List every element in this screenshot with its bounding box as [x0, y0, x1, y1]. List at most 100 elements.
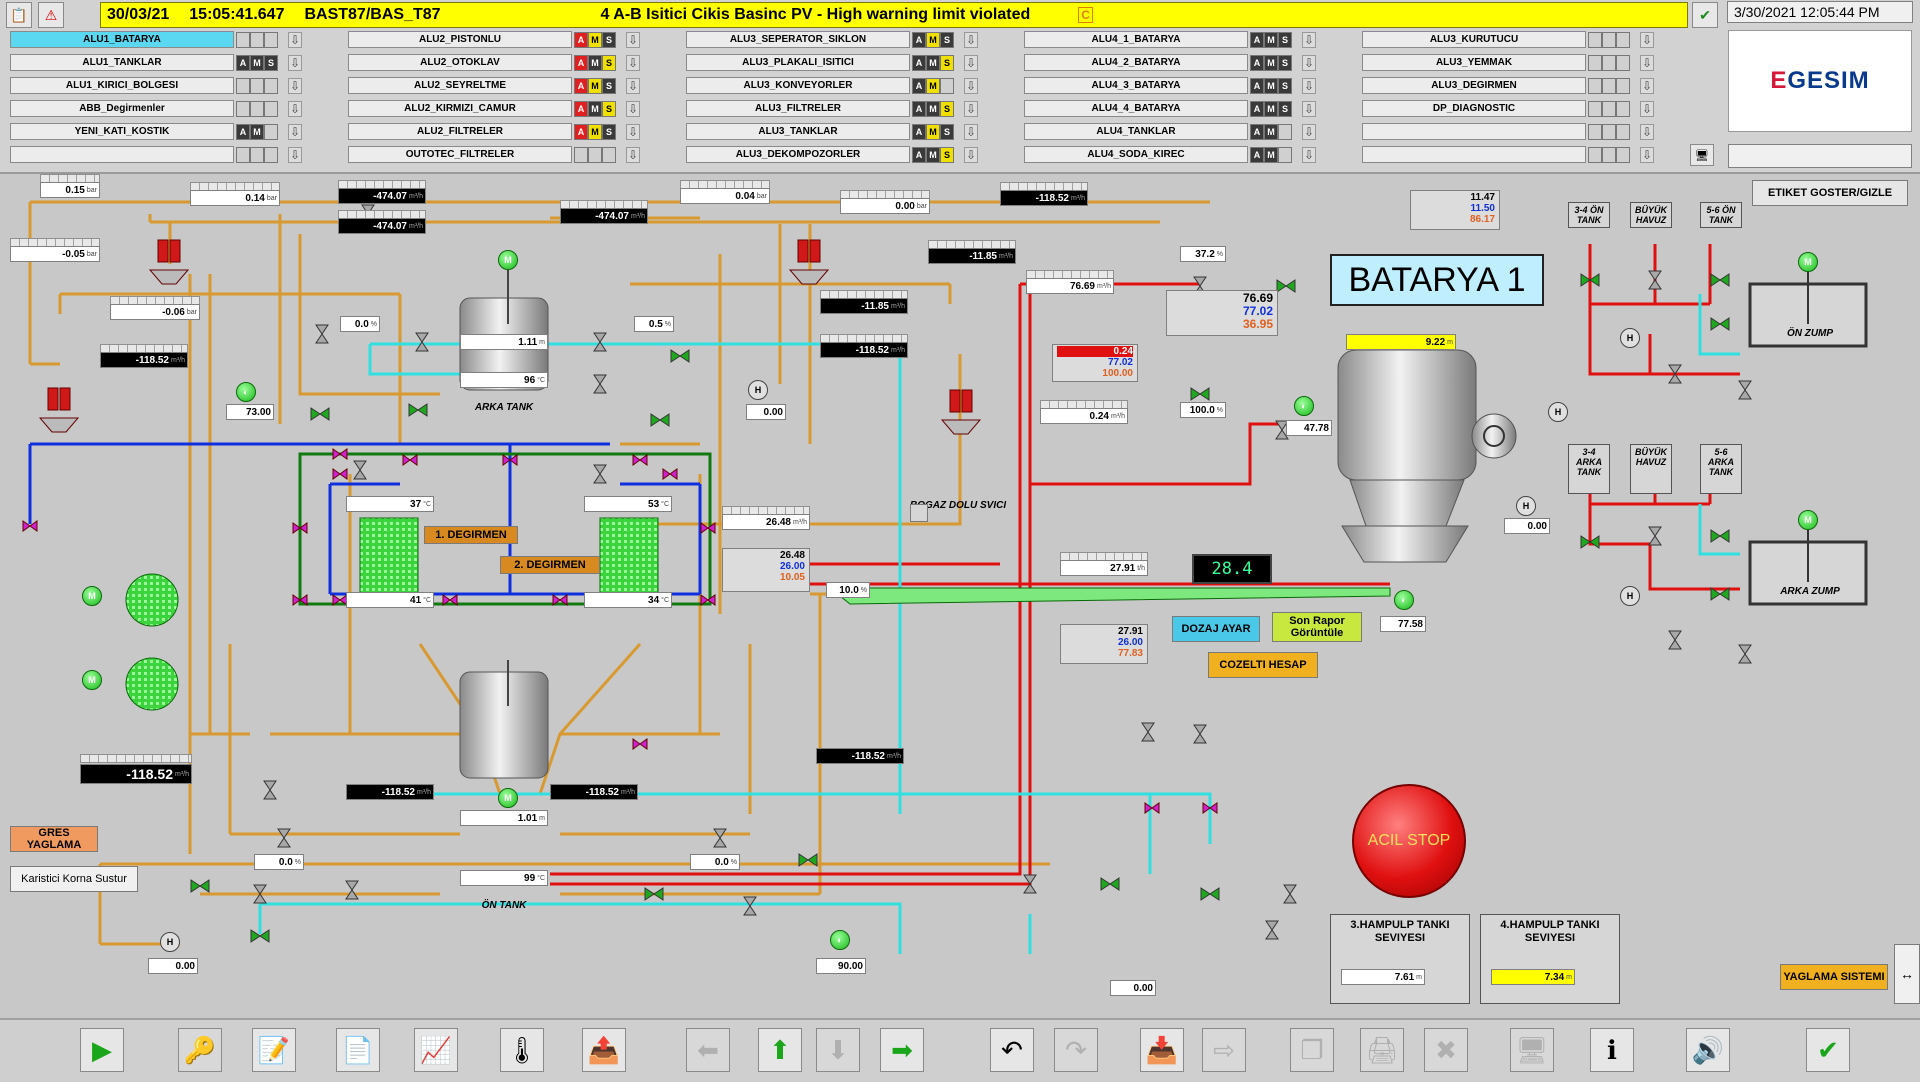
area-open-arrow-icon[interactable]: ⇩	[626, 77, 640, 94]
monitor-icon[interactable]: 🖥	[1510, 1028, 1554, 1072]
area-button[interactable]: ALU2_SEYRELTME	[348, 77, 572, 94]
magenta-valve-icon[interactable]	[662, 468, 678, 480]
valve-icon[interactable]	[250, 929, 270, 943]
export-icon[interactable]: 📤	[582, 1028, 626, 1072]
area-open-arrow-icon[interactable]: ⇩	[964, 100, 978, 117]
copy-icon[interactable]: ❐	[1290, 1028, 1334, 1072]
valve-icon[interactable]	[263, 780, 277, 800]
arka-zump-motor[interactable]: M	[1798, 510, 1818, 530]
magenta-valve-icon[interactable]	[292, 522, 308, 534]
area-button[interactable]: ALU4_SODA_KIREC	[1024, 146, 1248, 163]
trend-icon[interactable]: 📈	[414, 1028, 458, 1072]
cozelti-button[interactable]: COZELTI HESAP	[1208, 652, 1318, 678]
left-icon[interactable]: ⬅	[686, 1028, 730, 1072]
cancel-icon[interactable]: ✖	[1424, 1028, 1468, 1072]
up-icon[interactable]: ⬆	[758, 1028, 802, 1072]
area-button[interactable]: ALU3_YEMMAK	[1362, 54, 1586, 71]
valve-icon[interactable]	[408, 403, 428, 417]
right-icon[interactable]: ➡	[880, 1028, 924, 1072]
log-icon[interactable]: 📋	[6, 2, 32, 28]
valve-icon[interactable]	[1738, 380, 1752, 400]
side-tab-icon[interactable]: ↔	[1894, 944, 1920, 1004]
valve-icon[interactable]	[1265, 920, 1279, 940]
area-open-arrow-icon[interactable]: ⇩	[1640, 146, 1654, 163]
valve-icon[interactable]	[1648, 270, 1662, 290]
magenta-valve-icon[interactable]	[502, 454, 518, 466]
acknowledge-icon[interactable]: ✔	[1692, 2, 1718, 28]
magenta-valve-icon[interactable]	[1144, 802, 1160, 814]
area-open-arrow-icon[interactable]: ⇩	[964, 123, 978, 140]
valve-icon[interactable]	[1580, 535, 1600, 549]
area-button[interactable]: ALU2_PISTONLU	[348, 31, 572, 48]
area-open-arrow-icon[interactable]: ⇩	[964, 54, 978, 71]
area-open-arrow-icon[interactable]: ⇩	[964, 77, 978, 94]
valve-icon[interactable]	[670, 349, 690, 363]
valve-icon[interactable]	[1668, 364, 1682, 384]
blower-1-motor[interactable]: M	[82, 586, 102, 606]
area-open-arrow-icon[interactable]: ⇩	[964, 146, 978, 163]
valve-icon[interactable]	[1190, 387, 1210, 401]
sound-icon[interactable]: 🔊	[1686, 1028, 1730, 1072]
magenta-valve-icon[interactable]	[332, 468, 348, 480]
key-icon[interactable]: 🔑	[178, 1028, 222, 1072]
area-open-arrow-icon[interactable]: ⇩	[288, 31, 302, 48]
pump-motor[interactable]: ◐	[1294, 396, 1314, 416]
on-zump-motor[interactable]: M	[1798, 252, 1818, 272]
area-open-arrow-icon[interactable]: ⇩	[626, 54, 640, 71]
magenta-valve-icon[interactable]	[442, 594, 458, 606]
magenta-valve-icon[interactable]	[700, 522, 716, 534]
pump-idle[interactable]: H	[1548, 402, 1568, 422]
valve-icon[interactable]	[415, 332, 429, 352]
alarm-warning-icon[interactable]: ⚠	[38, 2, 64, 28]
area-open-arrow-icon[interactable]: ⇩	[1640, 123, 1654, 140]
valve-icon[interactable]	[1710, 273, 1730, 287]
pump-motor[interactable]: ◐	[830, 930, 850, 950]
valve-icon[interactable]	[1276, 279, 1296, 293]
valve-icon[interactable]	[593, 464, 607, 484]
area-button[interactable]: ALU1_BATARYA	[10, 31, 234, 48]
thermo-icon[interactable]: 🌡	[500, 1028, 544, 1072]
valve-icon[interactable]	[315, 324, 329, 344]
valve-icon[interactable]	[277, 828, 291, 848]
arka-tank-agitator-motor[interactable]: M	[498, 250, 518, 270]
area-button[interactable]: ALU4_4_BATARYA	[1024, 100, 1248, 117]
area-button[interactable]: ALU4_TANKLAR	[1024, 123, 1248, 140]
area-button[interactable]: ALU3_SEPERATOR_SIKLON	[686, 31, 910, 48]
magenta-valve-icon[interactable]	[632, 738, 648, 750]
valve-icon[interactable]	[1283, 884, 1297, 904]
valve-icon[interactable]	[345, 880, 359, 900]
magenta-valve-icon[interactable]	[292, 594, 308, 606]
area-open-arrow-icon[interactable]: ⇩	[1302, 54, 1316, 71]
magenta-valve-icon[interactable]	[22, 520, 38, 532]
area-open-arrow-icon[interactable]: ⇩	[1640, 100, 1654, 117]
forward-icon[interactable]: ⇨	[1202, 1028, 1246, 1072]
pump-idle[interactable]: H	[160, 932, 180, 952]
area-open-arrow-icon[interactable]: ⇩	[626, 123, 640, 140]
check-icon[interactable]: ✔	[1806, 1028, 1850, 1072]
valve-icon[interactable]	[310, 407, 330, 421]
area-button[interactable]: ABB_Degirmenler	[10, 100, 234, 117]
mill-1-label[interactable]: 1. DEGIRMEN	[424, 526, 518, 544]
area-open-arrow-icon[interactable]: ⇩	[626, 100, 640, 117]
valve-icon[interactable]	[644, 887, 664, 901]
alarm-banner[interactable]: 30/03/21 15:05:41.647 BAST87/BAS_T87 4 A…	[100, 2, 1688, 28]
valve-icon[interactable]	[593, 332, 607, 352]
info-icon[interactable]: ℹ	[1590, 1028, 1634, 1072]
valve-icon[interactable]	[743, 896, 757, 916]
valve-icon[interactable]	[1023, 874, 1037, 894]
valve-icon[interactable]	[190, 879, 210, 893]
valve-icon[interactable]	[1668, 630, 1682, 650]
area-open-arrow-icon[interactable]: ⇩	[1302, 146, 1316, 163]
note-icon[interactable]: 📝	[252, 1028, 296, 1072]
blower-2-motor[interactable]: M	[82, 670, 102, 690]
area-button[interactable]: ALU3_KONVEYORLER	[686, 77, 910, 94]
conveyor-motor[interactable]: ◐	[1394, 590, 1414, 610]
redo-icon[interactable]: ↷	[1054, 1028, 1098, 1072]
pump-idle[interactable]: H	[1620, 586, 1640, 606]
area-button[interactable]: YENI_KATI_KOSTIK	[10, 123, 234, 140]
magenta-valve-icon[interactable]	[332, 448, 348, 460]
area-button[interactable]: ALU2_FILTRELER	[348, 123, 572, 140]
pump-idle[interactable]: H	[748, 380, 768, 400]
area-open-arrow-icon[interactable]: ⇩	[1302, 31, 1316, 48]
area-button[interactable]: ALU4_3_BATARYA	[1024, 77, 1248, 94]
